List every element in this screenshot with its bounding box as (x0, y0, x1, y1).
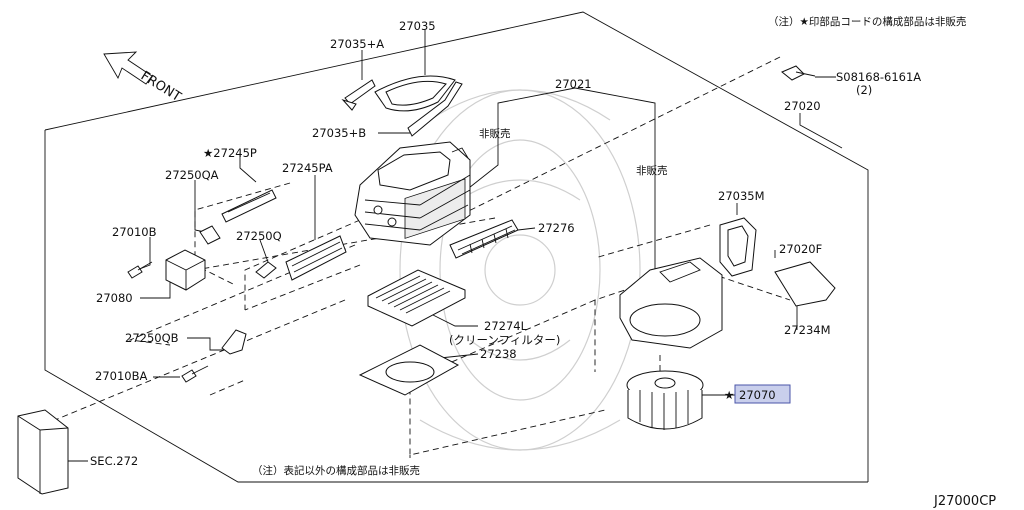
part-label-27020f[interactable]: 27020F (779, 242, 822, 256)
part-label-27035m[interactable]: 27035M (718, 189, 765, 203)
part-label-27035a[interactable]: 27035+A (330, 37, 384, 51)
non-sale-label-right: 非販売 (636, 164, 668, 177)
part-label-27020[interactable]: 27020 (784, 99, 821, 113)
bolt-08168-drawing (781, 65, 816, 81)
seal-27035m-drawing (719, 217, 757, 277)
link-27250qa-drawing (199, 225, 221, 245)
actuator-27080-drawing (165, 249, 206, 291)
highlight-box-27070 (734, 384, 791, 404)
screw-27010ba-drawing (181, 365, 209, 383)
link-27250qb-drawing (221, 329, 247, 355)
diagram-code: J27000CP (933, 494, 996, 509)
part-label-08168-qty: (2) (856, 83, 872, 97)
part-label-27238[interactable]: 27238 (480, 347, 517, 361)
part-label-27245pa[interactable]: 27245PA (282, 161, 333, 175)
part-label-27276[interactable]: 27276 (538, 221, 575, 235)
part-label-27274l[interactable]: 27274L (484, 319, 528, 333)
screw-27010b-drawing (127, 261, 153, 279)
star-marker-27070: ★ (724, 388, 734, 402)
duct-27020f-drawing (774, 261, 836, 307)
clean-filter-27274l-drawing (367, 269, 466, 327)
part-label-27250qa[interactable]: 27250QA (165, 168, 219, 182)
front-direction-label: FRONT (138, 69, 184, 105)
seal-27035a-drawing (341, 79, 376, 111)
seal-27035b-drawing (407, 81, 463, 137)
part-label-27021[interactable]: 27021 (555, 77, 592, 91)
part-label-27250q[interactable]: 27250Q (236, 229, 282, 243)
note-bottom: （注）表記以外の構成部品は非販売 (252, 464, 420, 477)
door-27245p-drawing (221, 189, 277, 223)
non-sale-label-left: 非販売 (479, 127, 511, 140)
blower-motor-27070-drawing (626, 370, 704, 430)
part-label-27234m[interactable]: 27234M (784, 323, 831, 337)
watermark-emblem (399, 89, 641, 451)
blower-case-27020-drawing (619, 257, 723, 349)
part-label-sec272[interactable]: SEC.272 (90, 454, 138, 468)
intake-unit-27021-drawing (354, 141, 471, 246)
front-direction-arrow (103, 51, 153, 85)
filter-strip-27276-drawing (449, 219, 519, 259)
link-27250q-drawing (255, 261, 277, 279)
seal-27035-drawing (374, 75, 456, 112)
note-top-right: （注）★印部品コードの構成部品は非販売 (768, 15, 966, 28)
part-label-27010b[interactable]: 27010B (112, 225, 157, 239)
part-label-27250qb[interactable]: 27250QB (125, 331, 179, 345)
part-label-27070[interactable]: 27070 (739, 388, 776, 402)
plate-27238-drawing (358, 344, 460, 396)
part-label-27274l-sub: (クリーンフィルター) (449, 333, 560, 347)
part-label-27035b[interactable]: 27035+B (312, 126, 366, 140)
module-sec272-drawing (17, 409, 69, 495)
part-label-08168[interactable]: S08168-6161A (836, 70, 921, 84)
part-label-27035[interactable]: 27035 (399, 19, 436, 33)
part-label-27080[interactable]: 27080 (96, 291, 133, 305)
assembly-frame (44, 11, 869, 483)
part-label-27010ba[interactable]: 27010BA (95, 369, 147, 383)
door-27245pa-drawing (285, 235, 347, 281)
part-label-27245p[interactable]: ★27245P (203, 146, 257, 160)
